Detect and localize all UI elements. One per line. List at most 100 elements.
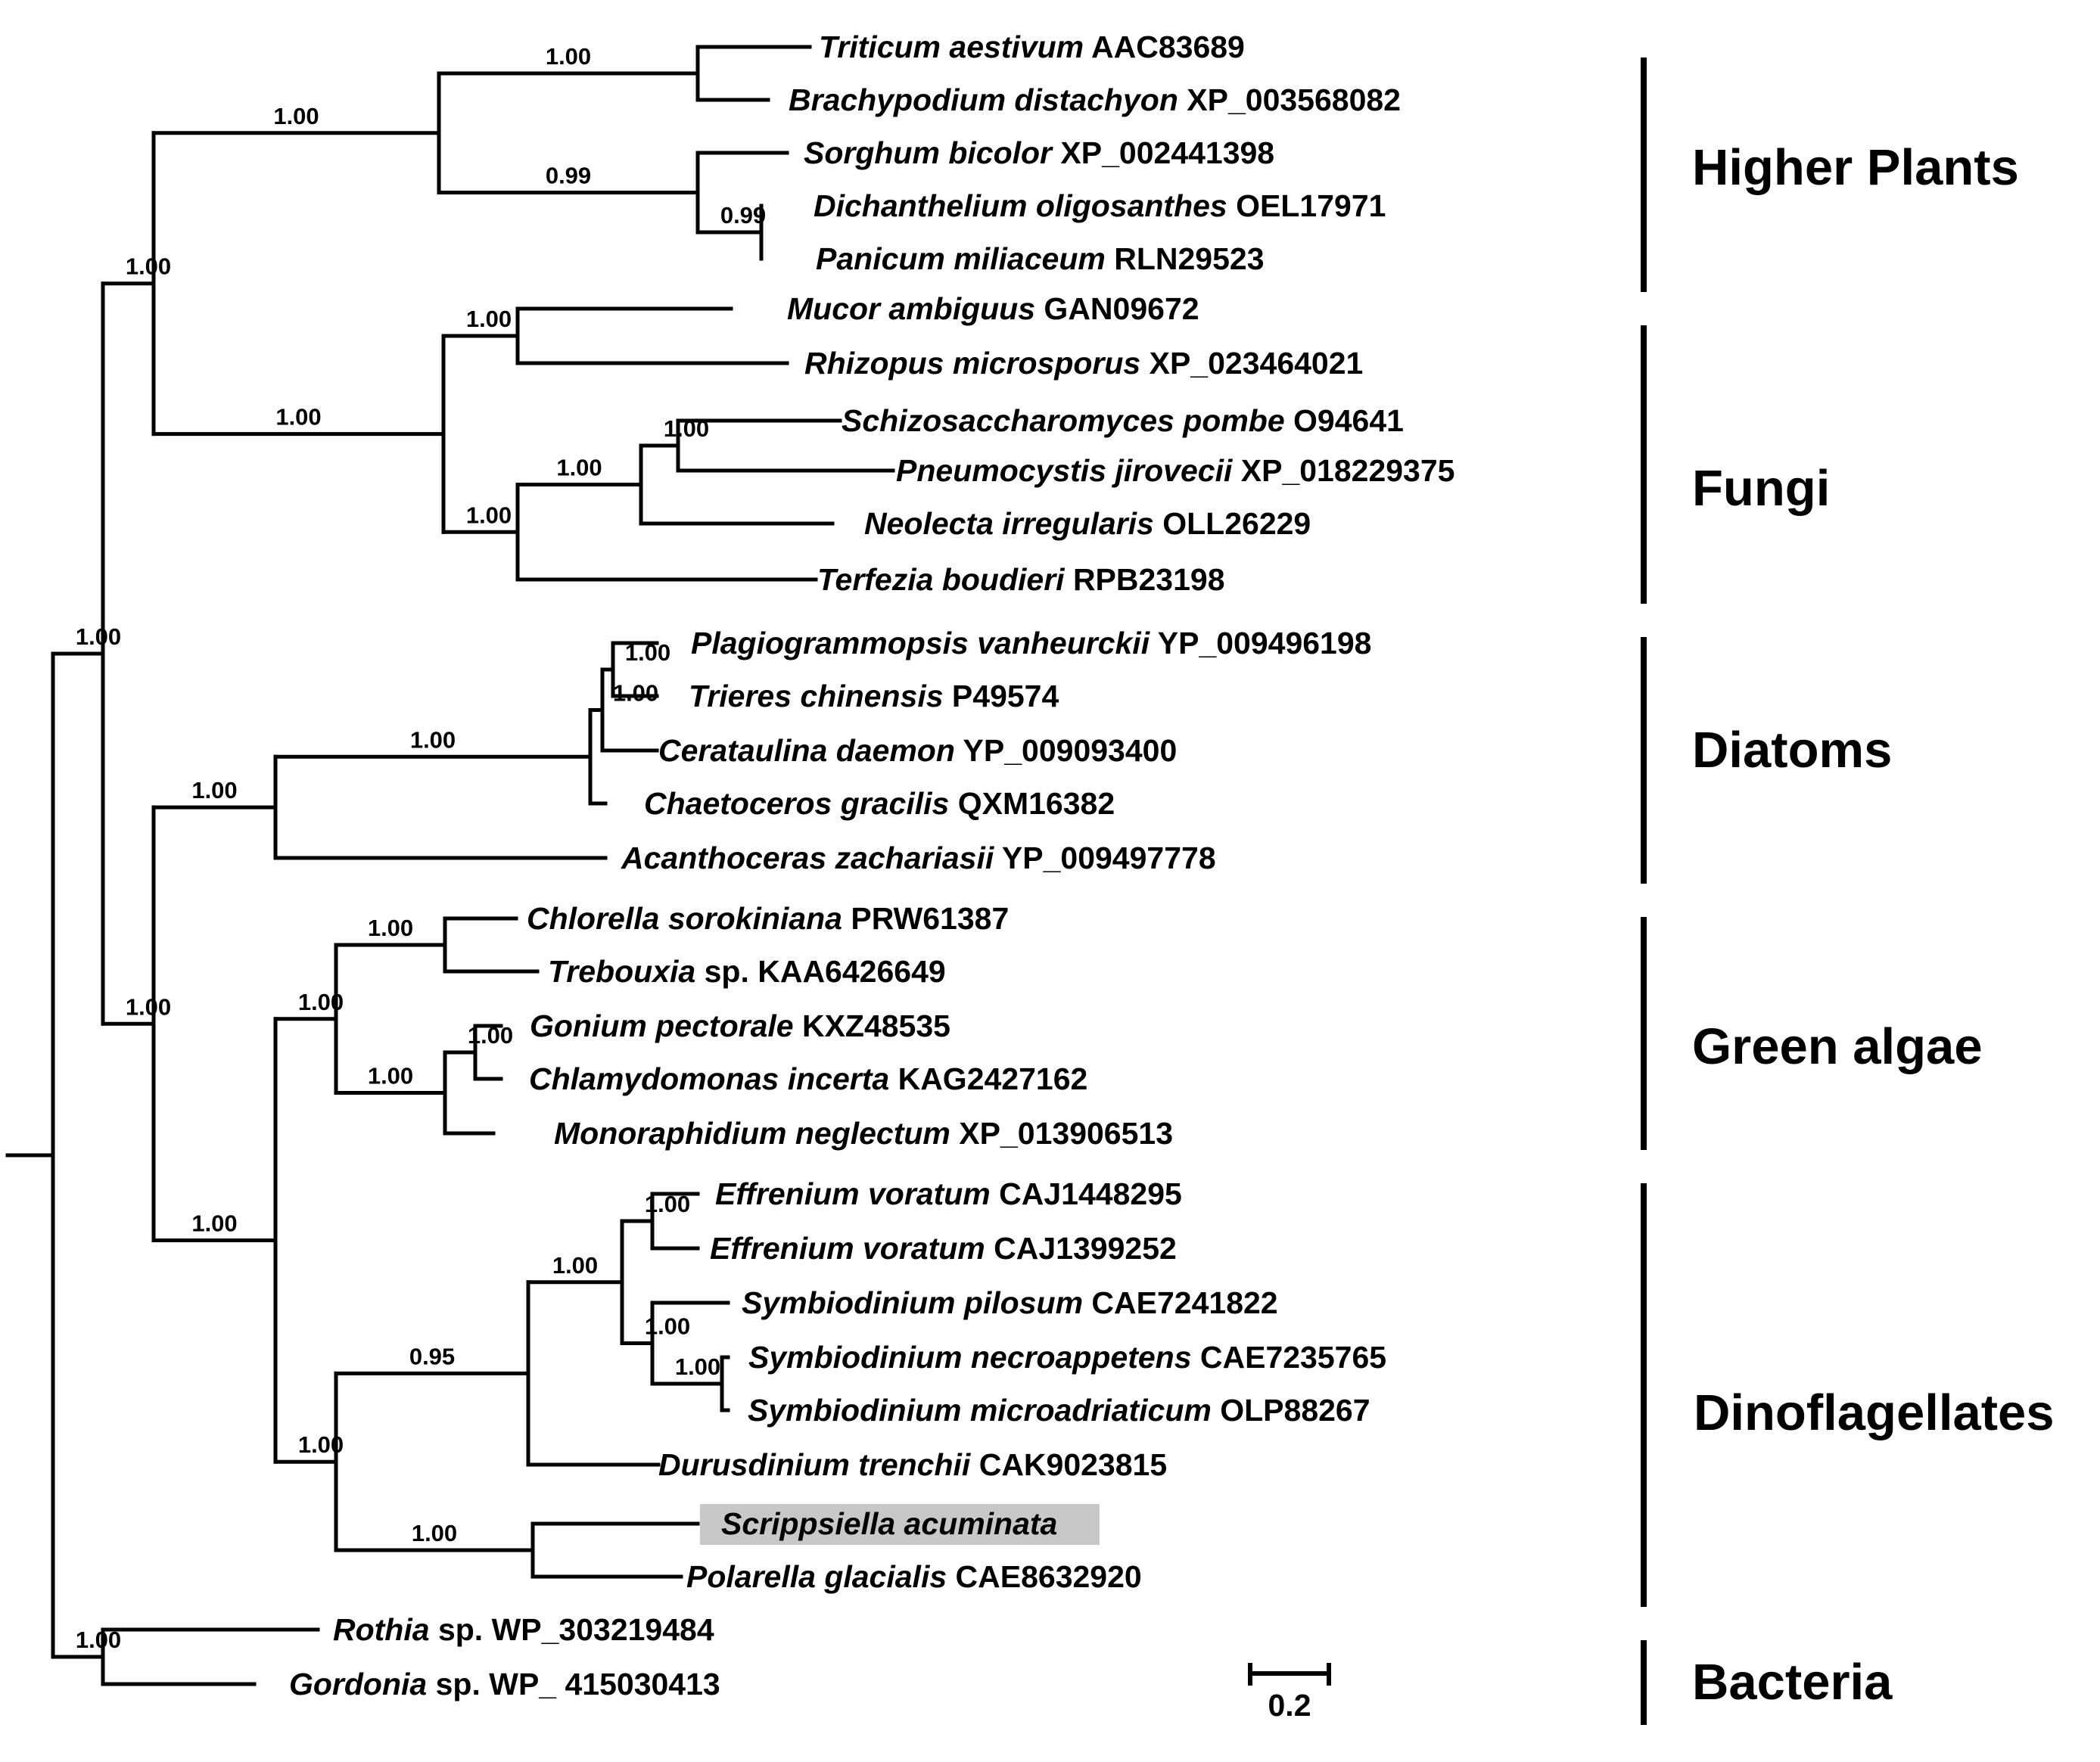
- support-n2: 1.00: [126, 253, 171, 280]
- tip-label: Symbiodinium microadriaticum OLP88267: [748, 1393, 1370, 1428]
- tip-label: Chaetoceros gracilis QXM16382: [644, 786, 1115, 821]
- taxon-name: Trebouxia: [548, 954, 695, 989]
- accession: XP_003568082: [1178, 82, 1401, 117]
- support-plants: 1.00: [273, 103, 319, 129]
- support-n_asc: 1.00: [466, 502, 512, 528]
- accession: QXM16382: [949, 786, 1115, 821]
- accession: OLP88267: [1212, 1393, 1370, 1428]
- support-n_sdp: 0.99: [546, 163, 591, 189]
- accession: CAJ1399252: [985, 1231, 1177, 1266]
- tip-label: Trieres chinensis P49574: [689, 679, 1059, 713]
- accession: CAE8632920: [947, 1559, 1142, 1594]
- taxon-name: Gordonia: [289, 1667, 427, 1701]
- clade-label: Green algae: [1692, 1018, 1983, 1075]
- support-n_d1: 1.00: [410, 726, 456, 753]
- accession: XP_002441398: [1052, 135, 1274, 170]
- taxon-name: Neolecta irregularis: [864, 506, 1154, 541]
- taxon-name: Rhizopus microsporus: [804, 346, 1140, 381]
- taxon-name: Dichanthelium oligosanthes: [814, 188, 1227, 223]
- accession: XP_013906513: [950, 1116, 1173, 1151]
- support-n_sp: 1.00: [664, 415, 709, 442]
- support-n_sc: 1.00: [412, 1520, 457, 1546]
- accession: O94641: [1285, 403, 1404, 438]
- taxon-name: Schizosaccharomyces pombe: [842, 403, 1285, 438]
- tip-label: Mucor ambiguus GAN09672: [787, 291, 1199, 326]
- taxon-name: Polarella glacialis: [686, 1559, 947, 1594]
- tip-label: Plagiogrammopsis vanheurckii YP_00949619…: [691, 626, 1371, 660]
- taxon-name: Chlamydomonas incerta: [529, 1061, 889, 1096]
- taxon-name: Acanthoceras zachariasii: [621, 841, 995, 875]
- support-n_dp: 0.99: [720, 202, 766, 228]
- accession: YP_009093400: [955, 733, 1177, 768]
- accession: GAN09672: [1035, 291, 1199, 326]
- tip-label: Rothia sp. WP_303219484: [333, 1612, 714, 1647]
- taxon-name: Triticum aestivum: [819, 30, 1084, 64]
- tip-label: Schizosaccharomyces pombe O94641: [842, 403, 1404, 438]
- clade-label: Higher Plants: [1692, 139, 2019, 196]
- taxon-name: Effrenium voratum: [715, 1176, 991, 1211]
- taxon-name: Gonium pectorale: [530, 1008, 794, 1043]
- taxon-name: Chlorella sorokiniana: [527, 901, 842, 936]
- taxon-sp: sp.: [427, 1667, 481, 1701]
- accession: CAJ1448295: [991, 1176, 1182, 1211]
- support-n_d2: 1.00: [613, 680, 658, 707]
- taxon-name: Mucor ambiguus: [787, 291, 1035, 326]
- taxon-name: Symbiodinium necroappetens: [748, 1340, 1192, 1375]
- tip-label: Rhizopus microsporus XP_023464021: [804, 346, 1363, 381]
- support-n_gc: 1.00: [468, 1022, 513, 1049]
- clade-label: Fungi: [1692, 460, 1830, 517]
- tip-label: Sorghum bicolor XP_002441398: [804, 135, 1274, 170]
- tip-label: Neolecta irregularis OLL26229: [864, 506, 1311, 541]
- taxon-name: Pneumocystis jirovecii: [896, 453, 1234, 488]
- accession: OEL17971: [1227, 188, 1386, 223]
- accession: RLN29523: [1106, 241, 1265, 276]
- accession: CAE7235765: [1192, 1340, 1387, 1375]
- tip-label: Polarella glacialis CAE8632920: [686, 1559, 1142, 1594]
- support-n_es: 1.00: [552, 1252, 598, 1279]
- tree-branches: [5, 45, 895, 1686]
- tip-label: Acanthoceras zachariasii YP_009497778: [621, 841, 1216, 875]
- tip-label: Gonium pectorale KXZ48535: [530, 1008, 950, 1043]
- support-n_spn: 1.00: [556, 455, 602, 481]
- taxon-name: Trieres chinensis: [689, 679, 944, 713]
- accession: XP_018229375: [1232, 453, 1454, 488]
- accession: PRW61387: [842, 901, 1009, 936]
- tip-label: Triticum aestivum AAC83689: [819, 30, 1245, 64]
- accession: AAC83689: [1084, 30, 1245, 64]
- support-n_sy: 1.00: [645, 1313, 690, 1340]
- accession: OLL26229: [1154, 506, 1311, 541]
- accession: KXZ48535: [794, 1008, 950, 1043]
- taxon-name: Durusdinium trenchii: [658, 1447, 972, 1482]
- accession: YP_009497778: [994, 841, 1215, 875]
- scale-bar: 0.2: [1248, 1663, 1331, 1723]
- accession: CAE7241822: [1083, 1285, 1278, 1320]
- taxon-name: Effrenium voratum: [710, 1231, 985, 1266]
- taxon-name: Terfezia boudieri: [817, 562, 1066, 597]
- accession: WP_303219484: [483, 1612, 714, 1647]
- tip-label: Cerataulina daemon YP_009093400: [658, 733, 1177, 768]
- support-diatoms: 1.00: [191, 777, 237, 803]
- tip-label: Symbiodinium necroappetens CAE7235765: [748, 1340, 1386, 1375]
- support-n_ev: 1.00: [645, 1191, 690, 1217]
- taxon-name: Plagiogrammopsis vanheurckii: [691, 626, 1151, 660]
- tip-label: Panicum miliaceum RLN29523: [816, 241, 1265, 276]
- tip-label: Monoraphidium neglectum XP_013906513: [554, 1116, 1173, 1151]
- support-n_d3: 1.00: [625, 639, 670, 666]
- clade-label: Bacteria: [1692, 1654, 1893, 1711]
- tip-label: Brachypodium distachyon XP_003568082: [789, 82, 1401, 117]
- support-fungi: 1.00: [275, 404, 321, 430]
- taxon-name: Scrippsiella acuminata: [721, 1506, 1057, 1541]
- highlight-box: [700, 1504, 1100, 1545]
- support-dino: 1.00: [298, 1431, 344, 1458]
- support-n1: 1.00: [76, 623, 121, 650]
- tip-label: Chlorella sorokiniana PRW61387: [527, 901, 1009, 936]
- accession: KAA6426649: [749, 954, 946, 989]
- tip-label: Pneumocystis jirovecii XP_018229375: [896, 453, 1454, 488]
- tip-label: Trebouxia sp. KAA6426649: [548, 954, 946, 989]
- accession: XP_023464021: [1140, 346, 1363, 381]
- accession: YP_009496198: [1150, 626, 1371, 660]
- clade-label: Dinoflagellates: [1694, 1384, 2055, 1441]
- taxon-name: Rothia: [333, 1612, 430, 1647]
